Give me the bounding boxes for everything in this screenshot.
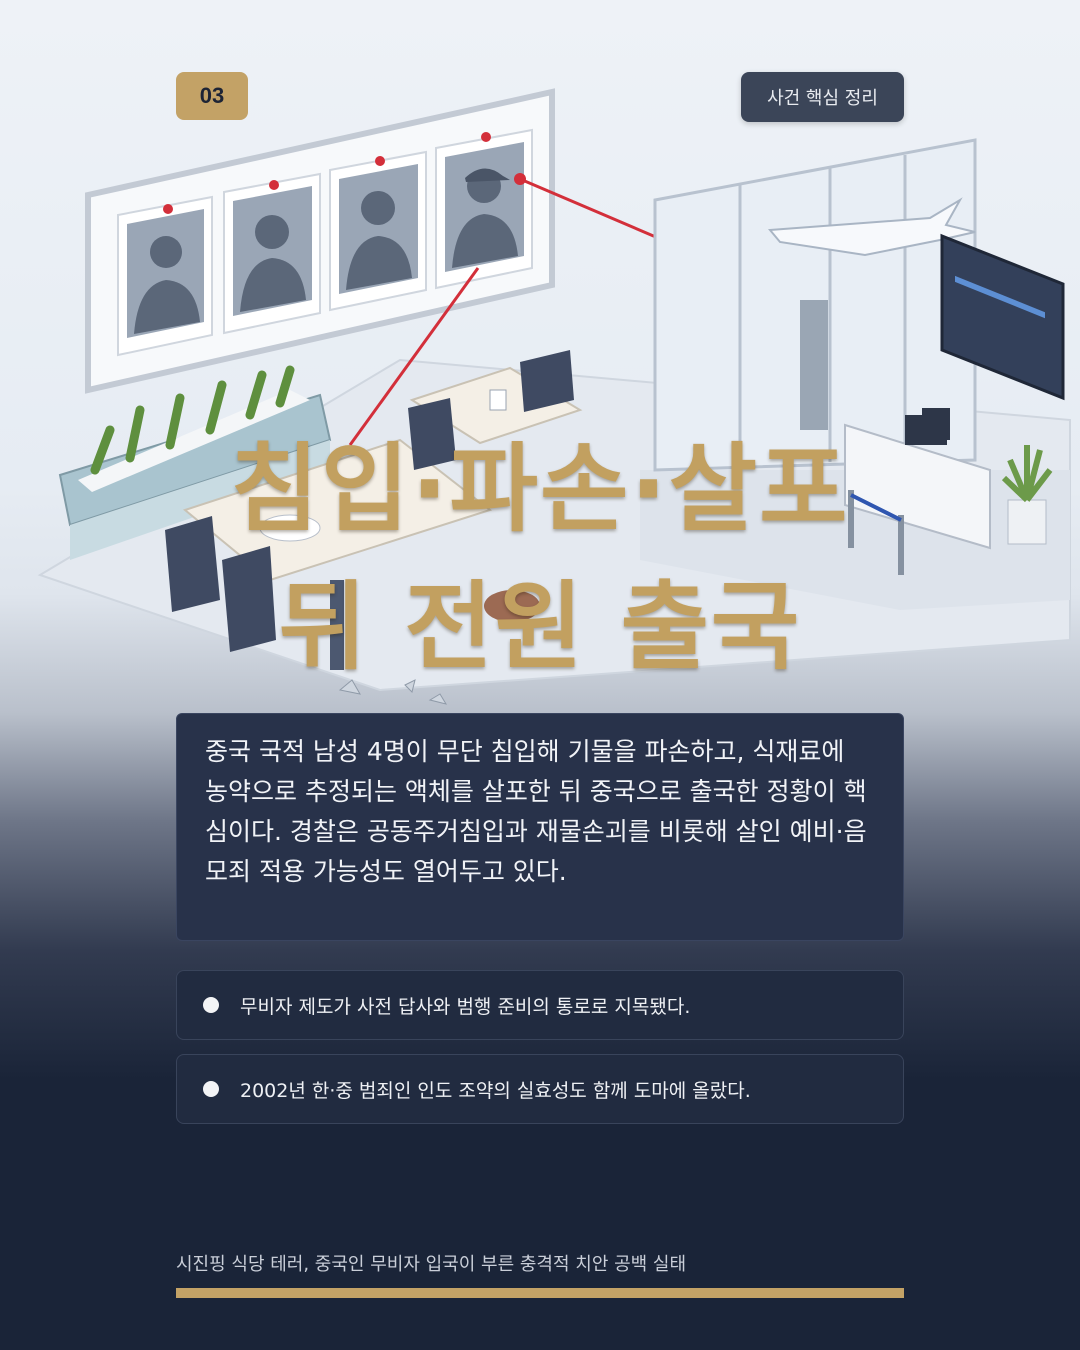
queue-posts	[848, 490, 904, 575]
airplane	[767, 197, 976, 257]
liquid-spill	[484, 590, 540, 622]
gate-door	[800, 300, 828, 430]
suspect-photo-board	[85, 88, 555, 394]
departure-board	[940, 233, 1065, 401]
key-point-1: 무비자 제도가 사전 답사와 범행 준비의 통로로 지목됐다.	[176, 970, 904, 1040]
section-number-badge: 03	[176, 72, 248, 120]
section-tag: 사건 핵심 정리	[741, 72, 904, 122]
pin-3	[375, 156, 385, 166]
airport-gate	[653, 138, 1065, 472]
key-point-text: 2002년 한·중 범죄인 인도 조약의 실효성도 함께 도마에 올랐다.	[240, 1079, 751, 1102]
key-point-2: 2002년 한·중 범죄인 인도 조약의 실효성도 함께 도마에 올랐다.	[176, 1054, 904, 1124]
broken-glass	[338, 679, 448, 705]
pin-1	[163, 204, 173, 214]
photo-4	[435, 128, 533, 290]
pin-4	[481, 132, 491, 142]
series-caption: 시진핑 식당 테러, 중국인 무비자 입국이 부른 충격적 치안 공백 실태	[176, 1254, 687, 1275]
photo-1	[117, 195, 213, 357]
bullet-dot-icon	[203, 997, 219, 1013]
photo-3	[329, 150, 427, 312]
potted-plant-right	[1001, 445, 1053, 545]
headline-line-1: 침입·파손·살포	[230, 433, 850, 545]
headline-line-2: 뒤 전원 출국	[278, 571, 802, 683]
background-navy	[0, 1080, 1080, 1350]
bullet-dot-icon	[203, 1081, 219, 1097]
red-string-to-table	[348, 267, 480, 446]
photo-2	[223, 172, 321, 335]
check-in-counter	[844, 408, 991, 550]
chairs	[165, 350, 574, 652]
key-point-text: 무비자 제도가 사전 답사와 범행 준비의 통로로 지목됐다.	[240, 995, 691, 1018]
gold-accent-bar	[176, 1288, 904, 1298]
pin-photo-4	[514, 173, 526, 185]
booth-and-planter	[58, 365, 332, 560]
pin-2	[269, 180, 279, 190]
table-front	[182, 438, 493, 670]
headline: 침입·파손·살포 뒤 전원 출국	[0, 420, 1080, 696]
summary-card: 중국 국적 남성 4명이 무단 침입해 기물을 파손하고, 식재료에 농약으로 …	[176, 713, 904, 941]
restaurant-airport-illustration	[37, 88, 1071, 705]
